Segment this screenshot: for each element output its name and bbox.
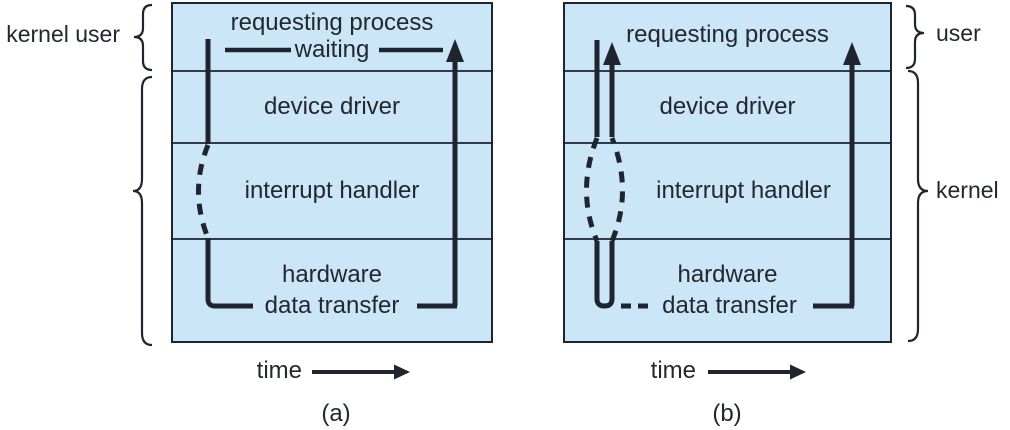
panel-b-row-data-transfer: data transfer: [662, 292, 797, 319]
panel-a-up-arrowhead-icon: [446, 39, 464, 62]
panel-b-row-requesting-process: requesting process: [626, 21, 829, 48]
label-kernel: kernel: [936, 177, 999, 203]
panel-b-row-hardware: hardware: [677, 261, 778, 288]
brace-right-user-icon: [905, 4, 925, 70]
panel-a-row-interrupt-handler: interrupt handler: [244, 177, 420, 204]
panel-b-flow-lines: [584, 40, 861, 309]
panel-a-box: [171, 2, 493, 343]
panel-a-time-label: time: [256, 357, 302, 384]
panel-b-time-label: time: [650, 357, 696, 384]
brace-left-kernel-icon: [132, 75, 153, 347]
panel-a-time-arrow: [312, 364, 410, 380]
panel-a-row-data-transfer: data transfer: [264, 292, 400, 319]
panel-a-elbow-line: [205, 238, 253, 309]
panel-a-flow-lines: [196, 39, 464, 309]
panel-a-time-arrowhead-icon: [394, 364, 410, 380]
panel-b-row-device-driver: device driver: [659, 93, 796, 120]
brace-right-kernel-icon: [907, 69, 929, 343]
panel-b-row-interrupt-handler: interrupt handler: [656, 177, 831, 204]
panel-b-time-arrowhead-icon: [790, 364, 806, 380]
panel-b-caption: (b): [712, 400, 742, 427]
panel-a-waiting-label: waiting: [294, 36, 370, 63]
panel-b-time-arrow: [708, 364, 806, 380]
panel-b-hardware-u-line: [594, 241, 615, 309]
panel-a-row-hardware: hardware: [281, 261, 383, 288]
panel-a-row-device-driver: device driver: [263, 93, 401, 120]
brace-left-user-icon: [133, 3, 153, 72]
panel-a-interrupt-dashed-arc: [196, 144, 211, 239]
panel-b-inner-up-arrowhead-icon: [603, 42, 621, 65]
label-kernel-user: kernel user: [6, 21, 120, 47]
panel-b-up-arrowhead-icon: [843, 42, 861, 65]
panel-a-caption: (a): [321, 400, 351, 427]
panel-a-row-requesting-process: requesting process: [230, 9, 434, 36]
label-user: user: [936, 20, 981, 46]
